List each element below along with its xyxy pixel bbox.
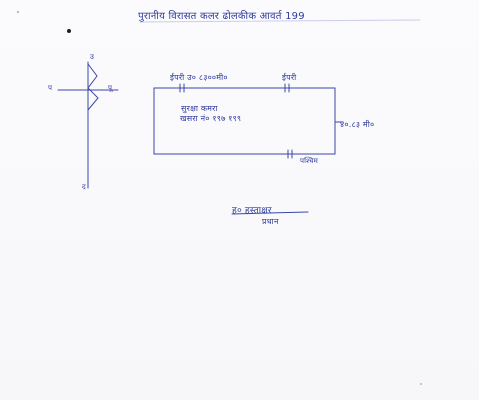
compass-south-label: द (82, 183, 86, 191)
signature-underline (231, 211, 309, 215)
scan-speck (67, 29, 71, 33)
compass-east-label: पू (108, 84, 113, 92)
designation: प्रधान (262, 217, 279, 226)
scan-speck (420, 383, 422, 385)
page-header: पुरानीय विरासत कलर ढोलकीक आवर्त 199 (138, 11, 305, 22)
plot-top-left-label: ईपरी उ० ८३००मी० (170, 73, 228, 82)
plot-inner-label-line1: सुरक्षा कमरा (181, 104, 218, 113)
plot-right-dimension: ४०.८३ मी० (340, 120, 375, 129)
signature: ह० हस्ताक्षर (232, 206, 272, 216)
plot-bottom-label: पश्चिम (300, 157, 318, 165)
compass-arrow (87, 63, 99, 111)
compass-west-label: प (48, 84, 53, 92)
plot-inner-label-line2: खसरा नं० १९७ १९९ (180, 114, 242, 123)
plot-boundary (153, 87, 336, 155)
scan-speck (17, 11, 19, 13)
compass-north-label: उ (90, 53, 95, 61)
header-underline (139, 19, 421, 23)
plot-top-right-label: ईपरी (282, 73, 297, 82)
